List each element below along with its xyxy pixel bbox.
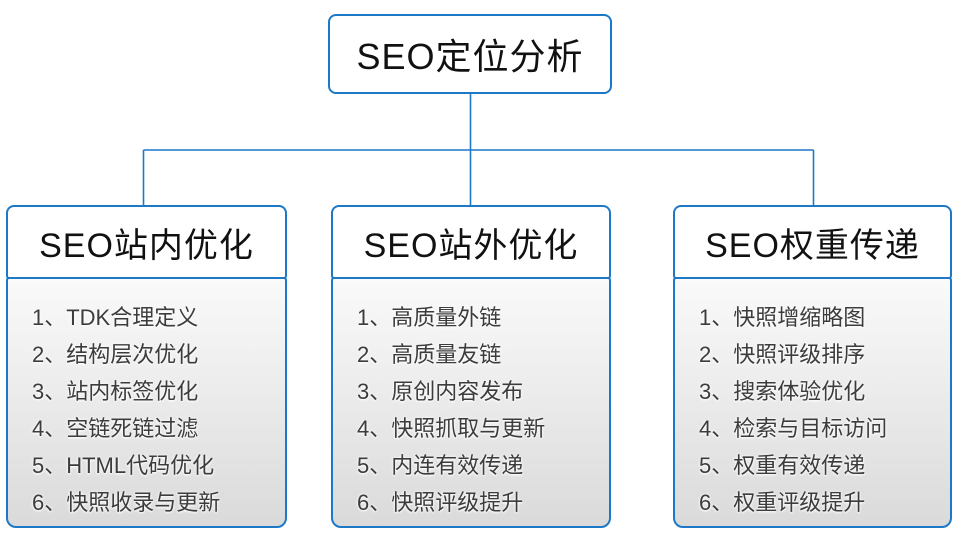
- list-item: 2、快照评级排序: [699, 342, 866, 367]
- root-node: SEO定位分析: [328, 14, 612, 94]
- branch-onsite-optimization: SEO站内优化 1、TDK合理定义 2、结构层次优化 3、站内标签优化 4、空链…: [6, 205, 287, 528]
- list-item: 4、检索与目标访问: [699, 416, 888, 441]
- list-item: 6、快照评级提升: [357, 490, 524, 515]
- list-item: 5、权重有效传递: [699, 453, 866, 478]
- branch-header: SEO权重传递: [673, 205, 952, 279]
- list-item: 1、高质量外链: [357, 305, 502, 330]
- list-item: 4、快照抓取与更新: [357, 416, 546, 441]
- list-item: 3、站内标签优化: [32, 379, 199, 404]
- list-item: 5、内连有效传递: [357, 453, 524, 478]
- branch-weight-transfer: SEO权重传递 1、快照增缩略图 2、快照评级排序 3、搜索体验优化 4、检索与…: [673, 205, 952, 528]
- list-item: 6、权重评级提升: [699, 490, 866, 515]
- list-item: 5、HTML代码优化: [32, 453, 215, 478]
- branch-offsite-optimization: SEO站外优化 1、高质量外链 2、高质量友链 3、原创内容发布 4、快照抓取与…: [331, 205, 611, 528]
- branch-list: 1、TDK合理定义 2、结构层次优化 3、站内标签优化 4、空链死链过滤 5、H…: [6, 277, 287, 528]
- list-item: 2、高质量友链: [357, 342, 502, 367]
- list-item: 6、快照收录与更新: [32, 490, 221, 515]
- list-item: 3、搜索体验优化: [699, 379, 866, 404]
- list-item: 3、原创内容发布: [357, 379, 524, 404]
- branch-header: SEO站内优化: [6, 205, 287, 279]
- list-item: 2、结构层次优化: [32, 342, 199, 367]
- list-item: 4、空链死链过滤: [32, 416, 199, 441]
- branch-list: 1、高质量外链 2、高质量友链 3、原创内容发布 4、快照抓取与更新 5、内连有…: [331, 277, 611, 528]
- branch-header: SEO站外优化: [331, 205, 611, 279]
- branch-list: 1、快照增缩略图 2、快照评级排序 3、搜索体验优化 4、检索与目标访问 5、权…: [673, 277, 952, 528]
- root-title: SEO定位分析: [356, 36, 584, 77]
- list-item: 1、快照增缩略图: [699, 305, 866, 330]
- list-item: 1、TDK合理定义: [32, 305, 199, 330]
